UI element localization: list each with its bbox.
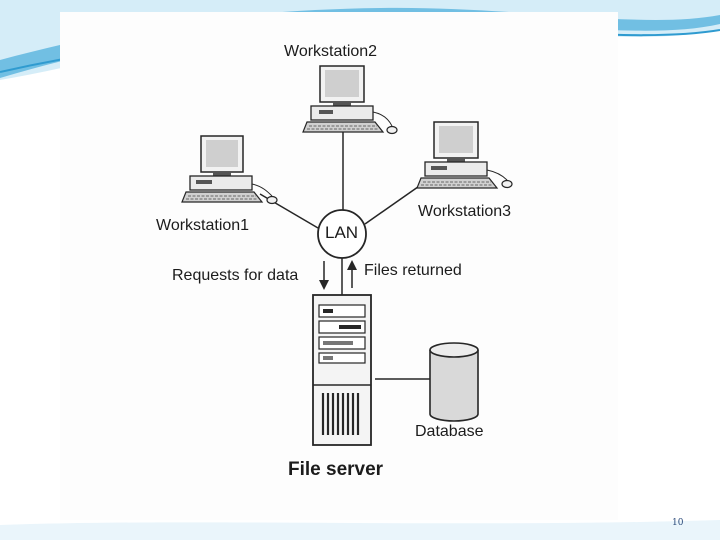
workstation3-icon: [416, 121, 513, 189]
lan-hub: [317, 209, 367, 259]
diagram-panel: Workstation2 Workstation1 Workstation3 L…: [60, 12, 618, 520]
bottom-wave-decoration: [0, 520, 720, 540]
database-icon: [429, 342, 479, 422]
network-diagram: [181, 65, 513, 446]
files-returned-label: Files returned: [364, 262, 462, 279]
database-label: Database: [415, 423, 484, 440]
file-server-icon: [312, 294, 372, 446]
response-arrow: [347, 260, 357, 288]
link-workstation3-lan: [364, 181, 426, 225]
workstation2-icon: [302, 65, 398, 135]
workstation1-label: Workstation1: [156, 217, 250, 234]
request-arrow: [319, 261, 329, 290]
file-server-label: File server: [288, 459, 384, 480]
workstation1-icon: [181, 135, 278, 205]
workstation3-label: Workstation3: [418, 203, 512, 220]
slide-number: 10: [672, 518, 684, 528]
lan-label: LAN: [325, 223, 359, 242]
workstation2-label: Workstation2: [284, 43, 378, 60]
requests-label: Requests for data: [172, 267, 299, 284]
